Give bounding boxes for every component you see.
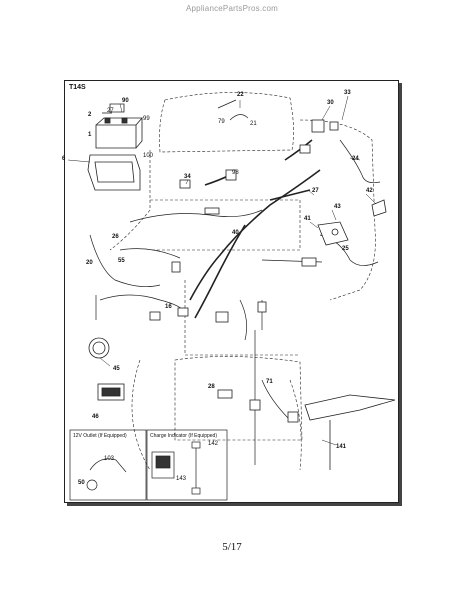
- callout-141: 141: [336, 444, 347, 450]
- inset-boxes: [69, 429, 228, 501]
- callout-16: 16: [165, 304, 172, 310]
- leader-lines: [67, 95, 377, 446]
- callout-71: 71: [266, 379, 273, 385]
- page-number: 5/17: [222, 541, 242, 553]
- callout-100: 100: [143, 153, 154, 159]
- tractor-outline: [109, 92, 376, 471]
- components: [88, 119, 396, 470]
- callout-1: 1: [88, 132, 92, 138]
- callout-142: 142: [208, 441, 219, 447]
- callout-40: 40: [232, 230, 239, 236]
- callout-24: 24: [352, 156, 359, 162]
- callout-27a: 27: [107, 108, 114, 114]
- figure-label: T14S: [69, 84, 86, 91]
- callout-143: 143: [176, 476, 187, 482]
- callout-79: 79: [218, 119, 225, 125]
- inset-title-12v-outlet: 12V Outlet (If Equipped): [73, 433, 127, 439]
- battery-assembly: [87, 103, 143, 191]
- callout-20: 20: [86, 260, 93, 266]
- callout-27b: 27: [312, 188, 319, 194]
- diagram-frame: [64, 80, 399, 503]
- callout-41: 41: [304, 216, 311, 222]
- callout-25: 25: [342, 246, 349, 252]
- main-harness: [189, 139, 321, 319]
- callout-98: 98: [232, 170, 239, 176]
- watermark: AppliancePartsPros.com: [186, 4, 278, 13]
- callout-43: 43: [334, 204, 341, 210]
- callout-33: 33: [344, 90, 351, 96]
- inset-title-charge-indicator: Charge Indicator (If Equipped): [150, 433, 217, 439]
- callout-42: 42: [366, 188, 373, 194]
- callout-45: 45: [113, 366, 120, 372]
- callout-26: 26: [112, 234, 119, 240]
- callout-2: 2: [88, 112, 92, 118]
- callout-99: 99: [143, 116, 150, 122]
- callout-50: 50: [78, 480, 85, 486]
- callout-6: 6: [62, 156, 66, 162]
- callout-90: 90: [122, 98, 129, 104]
- callout-103: 103: [104, 456, 115, 462]
- callout-30: 30: [327, 100, 334, 106]
- callout-34: 34: [184, 174, 191, 180]
- callout-55: 55: [118, 258, 125, 264]
- callout-28: 28: [208, 384, 215, 390]
- callout-21: 21: [250, 121, 257, 127]
- callout-22: 22: [237, 92, 244, 98]
- callout-46: 46: [92, 414, 99, 420]
